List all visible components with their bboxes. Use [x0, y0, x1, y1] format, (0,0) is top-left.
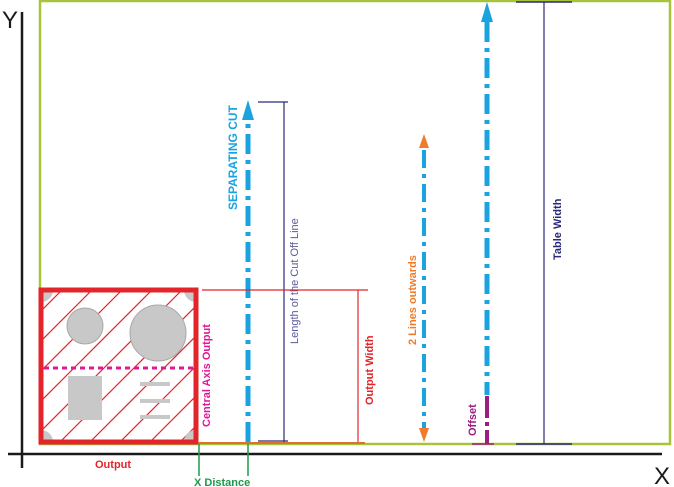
- part-hole-small: [66, 307, 104, 345]
- table-width-blue-arrowhead: [481, 2, 493, 22]
- part-slot-3: [140, 415, 170, 419]
- output-part: [38, 287, 199, 445]
- two-lines-outwards-label: 2 Lines outwards: [407, 255, 419, 345]
- table-width-label: Table Width: [552, 198, 564, 260]
- y-axis-label: Y: [2, 7, 18, 34]
- offset-label: Offset: [467, 404, 479, 436]
- part-slot-1: [140, 382, 170, 386]
- cut-off-length-label: Length of the Cut Off Line: [289, 218, 301, 344]
- output-label: Output: [95, 459, 131, 471]
- x-axis-label: X: [654, 463, 670, 487]
- output-border: [38, 287, 199, 445]
- two-lines-up-arrowhead: [419, 134, 429, 148]
- central-axis-output-label: Central Axis Output: [201, 324, 213, 427]
- x-distance-label: X Distance: [194, 477, 250, 487]
- part-square-cutout: [68, 376, 102, 420]
- part-slot-2: [140, 399, 170, 403]
- separating-cut-arrowhead: [242, 100, 254, 120]
- separating-cut-label: SEPARATING CUT: [226, 104, 240, 210]
- output-width-label: Output Width: [364, 335, 376, 405]
- part-hole-large: [129, 304, 187, 362]
- two-lines-down-arrowhead: [419, 428, 429, 442]
